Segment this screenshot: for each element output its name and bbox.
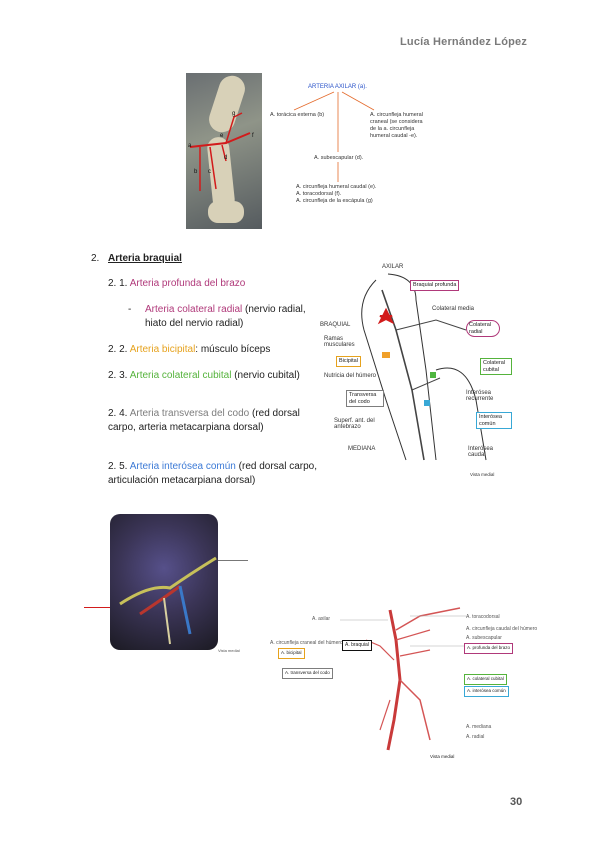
label-interosea-caudal: Interósea caudal <box>468 446 508 458</box>
dissection-caption: Vista medial <box>218 648 240 653</box>
arterial-tree-diagram: A. axilar A. circunfleja craneal del húm… <box>270 600 530 760</box>
flow-left: A. torácica externa (b) <box>270 112 324 118</box>
label-mediana: MEDIANA <box>348 446 375 452</box>
list-item: 2. 5. Arteria interósea común (red dorsa… <box>108 460 318 488</box>
flow-middle: A. subescapular (d). <box>314 155 363 161</box>
axillary-flow-diagram: ARTERIA AXILAR (a). A. torácica externa … <box>264 78 434 218</box>
item-colored-text: Arteria transversa del codo <box>130 408 250 419</box>
label-f: f <box>252 133 254 139</box>
box-bicipital: Bicipital <box>336 356 361 367</box>
label-braquial: BRAQUIAL <box>320 322 350 328</box>
section-title: Arteria braquial <box>108 253 182 264</box>
label-axilar: AXILAR <box>382 264 403 270</box>
item-colored-text: Arteria profunda del brazo <box>130 278 246 289</box>
label-left-0: A. axilar <box>312 616 330 622</box>
flow-right-3: de la a. circunfleja <box>370 126 414 132</box>
item-colored-text: Arteria colateral radial <box>145 304 242 315</box>
label-d: d <box>224 155 227 161</box>
label-right-6: A. mediana <box>466 724 491 730</box>
pointer-line <box>84 607 110 608</box>
item-colored-text: Arteria colateral cubital <box>130 370 232 381</box>
list-item: 2. 2. Arteria bicipital: músculo bíceps <box>108 343 323 357</box>
label-superf: Superf. ant. del antebrazo <box>334 418 378 430</box>
label-b: b <box>194 169 197 175</box>
bone-photo: a b c d e f g <box>186 73 262 229</box>
author-header: Lucía Hernández López <box>400 36 527 48</box>
box-interosea-comun: Interósea común <box>476 412 512 429</box>
list-item: 2. 3. Arteria colateral cubital (nervio … <box>108 369 313 383</box>
box-colateral-cubital: Colateral cubital <box>480 358 512 375</box>
box-colateral-cubital-2: A. colateral cubital <box>464 674 507 685</box>
label-ramas: Ramas musculares <box>324 336 364 348</box>
list-item: 2. 1. Arteria profunda del brazo <box>108 277 318 291</box>
item-colored-text: Arteria bicipital <box>130 344 196 355</box>
label-g: g <box>232 111 235 117</box>
list-item: 2. 4. Arteria transversa del codo (red d… <box>108 407 318 435</box>
box-transversa: Transversa del codo <box>346 390 384 407</box>
list-item: Arteria colateral radial (nervio radial,… <box>145 303 325 331</box>
flow-right-1: A. circunfleja humeral <box>370 112 423 118</box>
flow-bottom-2: A. toracodorsal (f). <box>296 191 341 197</box>
artery-lines <box>186 73 262 229</box>
diagram2-caption: Vista medial <box>430 754 454 759</box>
flow-bottom-1: A. circunfleja humeral caudal (e). <box>296 184 376 190</box>
label-interosea-recurrente: Interósea recurrente <box>466 390 506 402</box>
label-right-7: A. radial <box>466 734 484 740</box>
label-e: e <box>220 133 223 139</box>
label-vista: Vista medial <box>470 472 494 477</box>
dissection-vessels <box>110 514 218 650</box>
page-number: 30 <box>510 796 522 808</box>
flow-arrows <box>264 78 434 218</box>
dissection-photo <box>110 514 218 650</box>
label-c: c <box>208 169 211 175</box>
bullet-dash: - <box>128 303 138 317</box>
box-colateral-radial: Colateral radial <box>466 320 500 337</box>
flow-bottom-3: A. circunfleja de la escápula (g) <box>296 198 373 204</box>
label-nutricia: Nutricia del húmero <box>324 373 376 379</box>
box-bicipital-2: A. bicipital <box>278 648 305 659</box>
box-braquial-2: A. braquial <box>342 640 372 651</box>
label-colateral-media: Colateral media <box>432 306 474 312</box>
label-a: a <box>188 143 191 149</box>
item-colored-text: Arteria interósea común <box>130 461 236 472</box>
label-left-1: A. circunfleja craneal del húmero <box>270 640 343 646</box>
flow-right-4: humeral caudal -e). <box>370 133 417 139</box>
label-right-1: A. circunfleja caudal del húmero <box>466 626 537 632</box>
label-right-0: A. toracodorsal <box>466 614 500 620</box>
section-number: 2. <box>91 253 99 264</box>
box-braquial-profunda: Braquial profunda <box>410 280 459 291</box>
box-interosea-2: A. interósea común <box>464 686 509 697</box>
box-transversa-2: A. transversa del codo <box>282 668 333 679</box>
label-right-2: A. subescapular <box>466 635 502 641</box>
box-profunda-2: A. profunda del brazo <box>464 643 513 654</box>
brachial-artery-drawing: AXILAR BRAQUIAL Ramas musculares Nutrici… <box>316 260 516 480</box>
flow-right-2: craneal (se considera <box>370 119 423 125</box>
pointer-line <box>218 560 248 561</box>
